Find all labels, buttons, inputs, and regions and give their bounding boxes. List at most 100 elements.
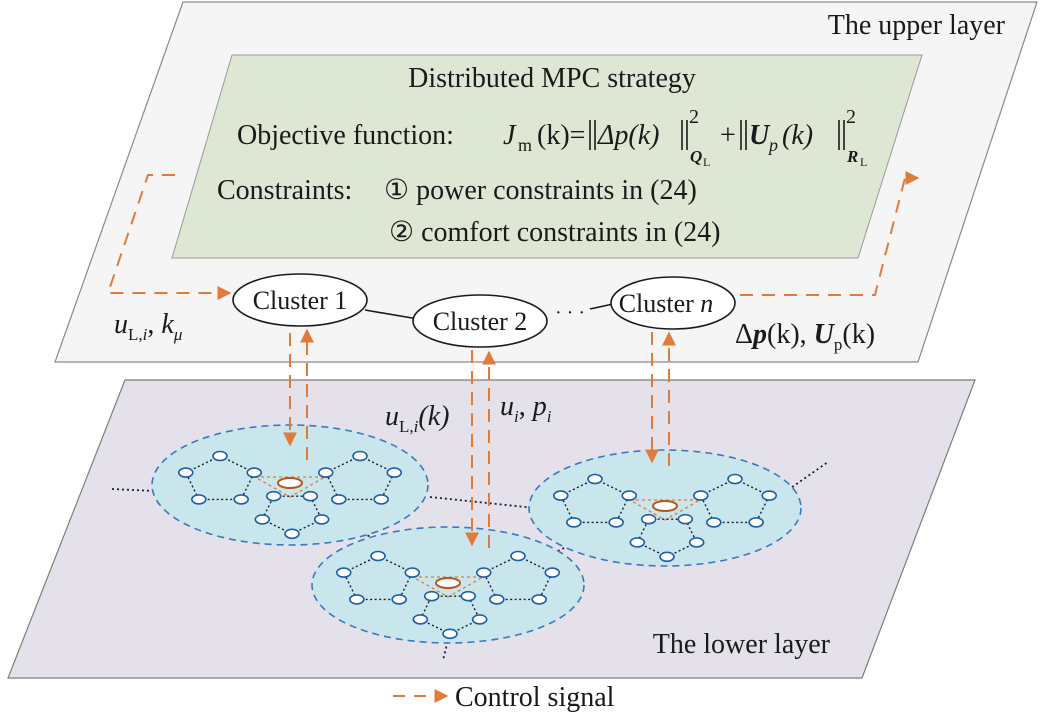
uL-k-label: uL,i(k) xyxy=(385,401,449,436)
cluster-link-2-n xyxy=(589,303,614,310)
objective-J-sub: m xyxy=(518,135,532,155)
device-node xyxy=(370,550,386,562)
cluster-n-label-text: Cluster xyxy=(619,289,701,318)
device-node xyxy=(621,490,638,501)
device-node xyxy=(748,517,764,528)
objective-U: U xyxy=(749,120,771,151)
device-node xyxy=(566,517,582,528)
lower-cluster-1 xyxy=(151,424,429,546)
device-node xyxy=(233,494,249,505)
device-node xyxy=(727,473,743,485)
device-node xyxy=(688,537,705,548)
device-node xyxy=(587,473,603,485)
device-node xyxy=(317,467,334,478)
vertical-control-signals xyxy=(283,328,676,548)
lower-cluster-n xyxy=(528,449,802,567)
objective-U-sub: p xyxy=(767,135,778,155)
device-node xyxy=(640,513,657,525)
device-node xyxy=(191,494,207,505)
device-node xyxy=(761,490,778,501)
device-node xyxy=(629,537,646,548)
device-node xyxy=(331,494,347,505)
cluster-ellipsis: · · · xyxy=(555,302,585,324)
device-node xyxy=(265,490,282,502)
objective-k: (k)= xyxy=(537,120,585,151)
cluster-n-label: Cluster n xyxy=(619,289,714,318)
upper-control-loop xyxy=(106,171,920,300)
objective-weight-Q: Q xyxy=(690,147,702,166)
objective-U-arg: (k) xyxy=(782,120,813,151)
lower-cluster-2 xyxy=(311,526,585,644)
cluster-1-label: Cluster 1 xyxy=(253,286,348,315)
device-node xyxy=(531,594,547,605)
objective-function: Objective function: J m (k)= Δp(k) 2 Q L… xyxy=(237,106,867,169)
device-node xyxy=(423,590,440,602)
left-signal-label: uL,i, kμ xyxy=(114,309,182,344)
cluster-1-node[interactable] xyxy=(232,273,368,327)
constraints-label: Constraints: xyxy=(217,175,359,206)
right-signal-label: Δp(k), Up(k) xyxy=(735,319,875,354)
cluster-n-label-italic: n xyxy=(700,289,713,318)
objective-plus: + xyxy=(720,120,736,151)
device-node xyxy=(706,517,722,528)
objective-delta-p: Δp(k) xyxy=(597,120,660,151)
device-node xyxy=(284,528,300,540)
device-node xyxy=(692,490,709,501)
device-node xyxy=(442,628,458,640)
lower-clusters xyxy=(151,424,802,644)
constraint-2: ② comfort constraints in (24) xyxy=(389,217,720,248)
device-node xyxy=(510,550,526,562)
cluster-link-1-2 xyxy=(364,309,419,320)
objective-exp-2b: 2 xyxy=(846,106,856,128)
cluster-hub-node xyxy=(435,577,461,589)
device-node xyxy=(246,467,263,478)
cluster-hub-node xyxy=(652,500,678,512)
device-node xyxy=(302,490,319,502)
upper-layer-title: The upper layer xyxy=(828,10,1006,41)
device-node xyxy=(352,450,368,462)
cluster-2-node[interactable] xyxy=(412,294,548,348)
device-node xyxy=(608,517,624,528)
hub-link-triangle xyxy=(252,476,328,498)
objective-J: J xyxy=(503,120,517,151)
ui-pi-label: ui, pi xyxy=(500,391,552,426)
device-node xyxy=(475,567,492,578)
hub-link-triangle xyxy=(410,576,486,598)
objective-prefix: Objective function: xyxy=(237,120,461,151)
strategy-box xyxy=(171,54,923,259)
strategy-title: Distributed MPC strategy xyxy=(408,63,696,94)
device-node xyxy=(552,490,569,501)
device-node xyxy=(659,551,675,563)
device-node xyxy=(386,467,403,478)
device-node xyxy=(177,467,194,478)
objective-weight-R: R xyxy=(846,147,858,166)
device-node xyxy=(335,567,352,578)
objective-weight-R-sub: L xyxy=(860,155,867,169)
device-node xyxy=(404,567,421,578)
device-node xyxy=(489,594,505,605)
norm-bars-2 xyxy=(740,120,845,150)
constraint-1: ① power constraints in (24) xyxy=(384,175,697,206)
cluster-2-label: Cluster 2 xyxy=(433,307,528,336)
device-node xyxy=(460,590,477,602)
device-node xyxy=(471,614,488,625)
device-node xyxy=(254,514,271,525)
device-node xyxy=(544,567,561,578)
lower-layer-title: The lower layer xyxy=(653,629,831,660)
norm-bars-1 xyxy=(589,120,688,150)
cluster-n-node[interactable] xyxy=(610,276,736,330)
device-node xyxy=(412,614,429,625)
device-node xyxy=(349,594,365,605)
legend-label: Control signal xyxy=(455,682,615,713)
objective-exp-2a: 2 xyxy=(689,106,699,128)
device-node xyxy=(212,450,228,462)
cluster-hub-node xyxy=(277,477,303,489)
objective-weight-Q-sub: L xyxy=(703,155,710,169)
device-node xyxy=(391,594,407,605)
device-node xyxy=(677,513,694,525)
device-node xyxy=(373,494,389,505)
device-node xyxy=(313,514,330,525)
legend: Control signal xyxy=(393,682,615,713)
